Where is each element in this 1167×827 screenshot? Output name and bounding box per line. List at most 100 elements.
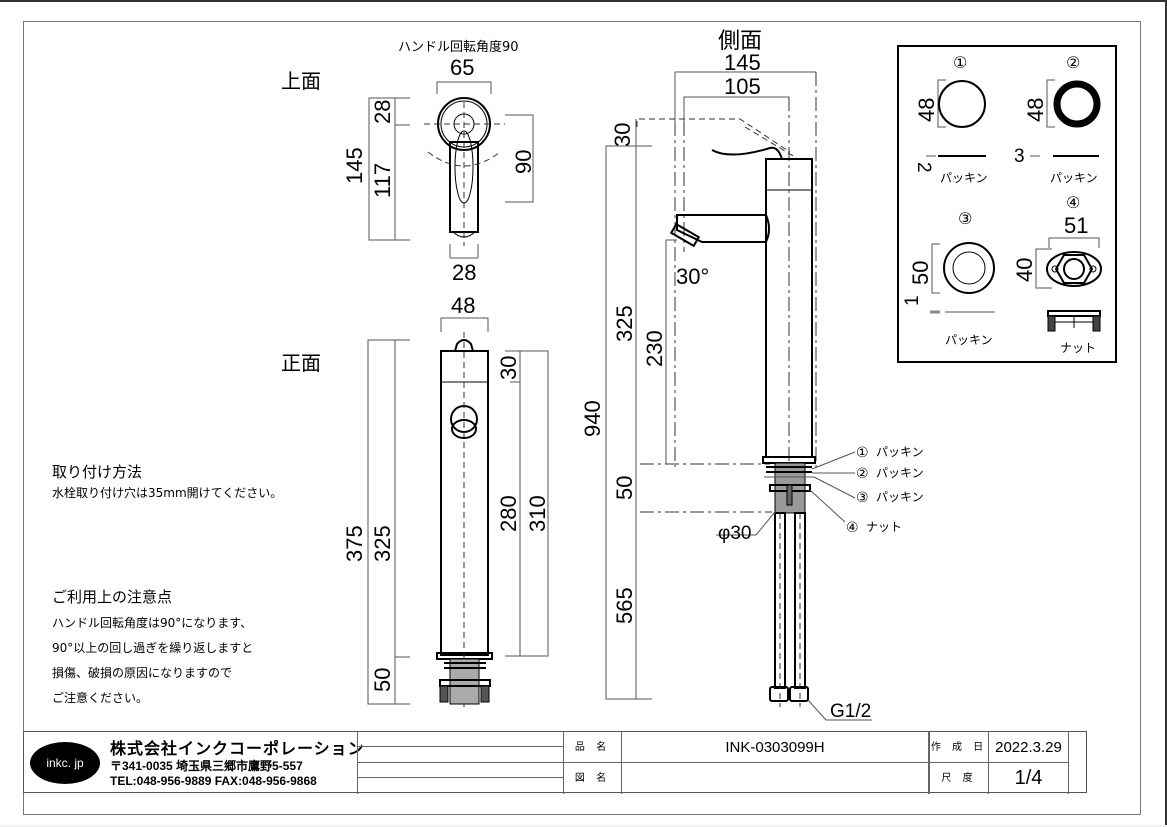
callout-1: ① パッキン	[811, 445, 924, 470]
dim-side-body: 325	[612, 305, 637, 342]
scale-value: 1/4	[988, 763, 1068, 794]
part-4: ④ 51 40 ナット	[1012, 193, 1102, 355]
svg-text:パッキン: パッキン	[940, 171, 988, 185]
caution-heading: ご利用上の注意点	[52, 588, 173, 606]
packing-3-shape	[943, 242, 995, 294]
dim-line	[368, 97, 410, 241]
svg-text:50: 50	[908, 261, 933, 285]
top-view-title: 上面	[281, 69, 321, 93]
dim-side-hose: 565	[612, 587, 637, 624]
handle-knob	[454, 339, 474, 352]
dim-side-outer: 145	[724, 50, 761, 75]
company-name: 株式会社インクコーポレーション	[110, 739, 365, 758]
dim-spout-angle: 30°	[676, 264, 709, 289]
dim-diameter: φ30	[718, 523, 751, 544]
company-contact: TEL:048-956-9889 FAX:048-956-9868	[110, 774, 317, 788]
svg-text:④: ④	[846, 520, 859, 536]
dim-fitting: G1/2	[830, 701, 871, 722]
dim-front-thread: 50	[370, 668, 395, 692]
svg-text:②: ②	[856, 466, 869, 482]
svg-text:パッキン: パッキン	[1050, 171, 1098, 185]
svg-text:1: 1	[902, 295, 923, 306]
dim-front-right: 310	[525, 495, 550, 532]
dim-line	[367, 339, 410, 705]
dim-top-bottom-width: 28	[452, 260, 476, 285]
product-name-label: 品 名	[563, 732, 621, 763]
front-view: 正面 48 375 325 50 30 280 310	[281, 293, 550, 707]
svg-text:③: ③	[958, 209, 972, 228]
install-heading: 取り付け方法	[52, 463, 143, 481]
caution-line: ハンドル回転角度は90°になります、	[52, 616, 253, 630]
caution-line: 90°以上の回し過ぎを繰り返しますと	[52, 641, 254, 655]
packing-1-shape	[938, 80, 986, 128]
dim-side-spout: 230	[642, 330, 667, 367]
svg-text:ナット: ナット	[866, 520, 902, 534]
scale-label: 尺 度	[928, 763, 988, 794]
drawing-frame	[23, 21, 1141, 815]
dim-side-inner: 105	[724, 74, 761, 99]
callout-2: ② パッキン	[812, 466, 924, 482]
dim-front-body: 325	[370, 525, 395, 562]
handle-rotation-label: ハンドル回転角度90	[398, 39, 519, 55]
caution-line: ご注意ください。	[52, 691, 149, 705]
dim-front-inner: 280	[496, 495, 521, 532]
part-1: ① 48 2 パッキン	[913, 53, 988, 185]
svg-text:パッキン: パッキン	[945, 333, 993, 347]
svg-text:①: ①	[856, 445, 869, 461]
handle-lever-side	[711, 146, 783, 160]
dim-rotation-span: 90	[511, 150, 536, 174]
drawing-name	[621, 763, 928, 794]
side-view: 側面 145 105 30° 30 940 325	[580, 29, 924, 722]
caution-line: 損傷、破損の原因になりますので	[52, 666, 233, 680]
dim-line	[449, 244, 479, 259]
svg-text:パッキン: パッキン	[876, 445, 924, 459]
packing-2-shape	[1053, 80, 1101, 128]
dim-line	[505, 114, 534, 203]
spout	[676, 214, 770, 243]
svg-text:48: 48	[914, 98, 939, 122]
dim-side-thread: 50	[612, 476, 637, 500]
dim-front-topcap: 30	[496, 356, 521, 380]
dim-line	[436, 81, 492, 94]
dim-side-total: 940	[580, 400, 605, 437]
svg-text:②: ②	[1066, 53, 1080, 72]
title-block: inkc. jp 株式会社インクコーポレーション 〒341-0035 埼玉県三郷…	[23, 731, 1087, 794]
svg-text:3: 3	[1014, 146, 1025, 167]
created-label: 作 成 日	[928, 732, 988, 763]
svg-text:パッキン: パッキン	[876, 466, 924, 480]
dim-top-height: 145	[342, 147, 367, 184]
svg-text:パッキン: パッキン	[876, 490, 924, 504]
side-view-title: 側面	[718, 29, 762, 54]
svg-text:③: ③	[856, 490, 869, 506]
hose-left	[774, 512, 786, 689]
aerator	[669, 222, 701, 248]
created-date: 2022.3.29	[988, 732, 1068, 763]
callout-3: ③ パッキン	[813, 476, 924, 506]
hose-right	[794, 512, 806, 689]
dim-front-width: 48	[451, 293, 475, 318]
svg-text:51: 51	[1064, 213, 1088, 238]
dim-top-upper: 28	[370, 100, 395, 124]
nut-shape	[1046, 251, 1102, 287]
svg-text:①: ①	[953, 53, 967, 72]
install-notes: 取り付け方法 水栓取り付け穴は35mm開けてください。	[52, 462, 282, 504]
dim-side-topoffset: 30	[610, 123, 635, 147]
part-3: ③ 50 1 パッキン	[902, 209, 995, 347]
parts-box: ① 48 2 パッキン ② 48 3 パッキン ③	[897, 45, 1117, 363]
product-name: INK-0303099H	[621, 732, 928, 763]
dim-top-width: 65	[450, 55, 474, 80]
dim-top-lower: 117	[370, 163, 395, 198]
svg-text:④: ④	[1066, 193, 1080, 212]
svg-text:ナット: ナット	[1060, 341, 1096, 355]
svg-text:40: 40	[1012, 258, 1037, 282]
svg-text:2: 2	[913, 162, 934, 173]
caution-notes: ご利用上の注意点 ハンドル回転角度は90°になります、 90°以上の回し過ぎを繰…	[52, 587, 253, 711]
dim-line	[440, 317, 489, 332]
drawing-name-label: 図 名	[563, 763, 621, 794]
thread-front	[449, 658, 480, 705]
svg-text:48: 48	[1023, 98, 1048, 122]
company-logo: inkc. jp	[30, 742, 100, 784]
install-line: 水栓取り付け穴は35mm開けてください。	[52, 486, 283, 500]
